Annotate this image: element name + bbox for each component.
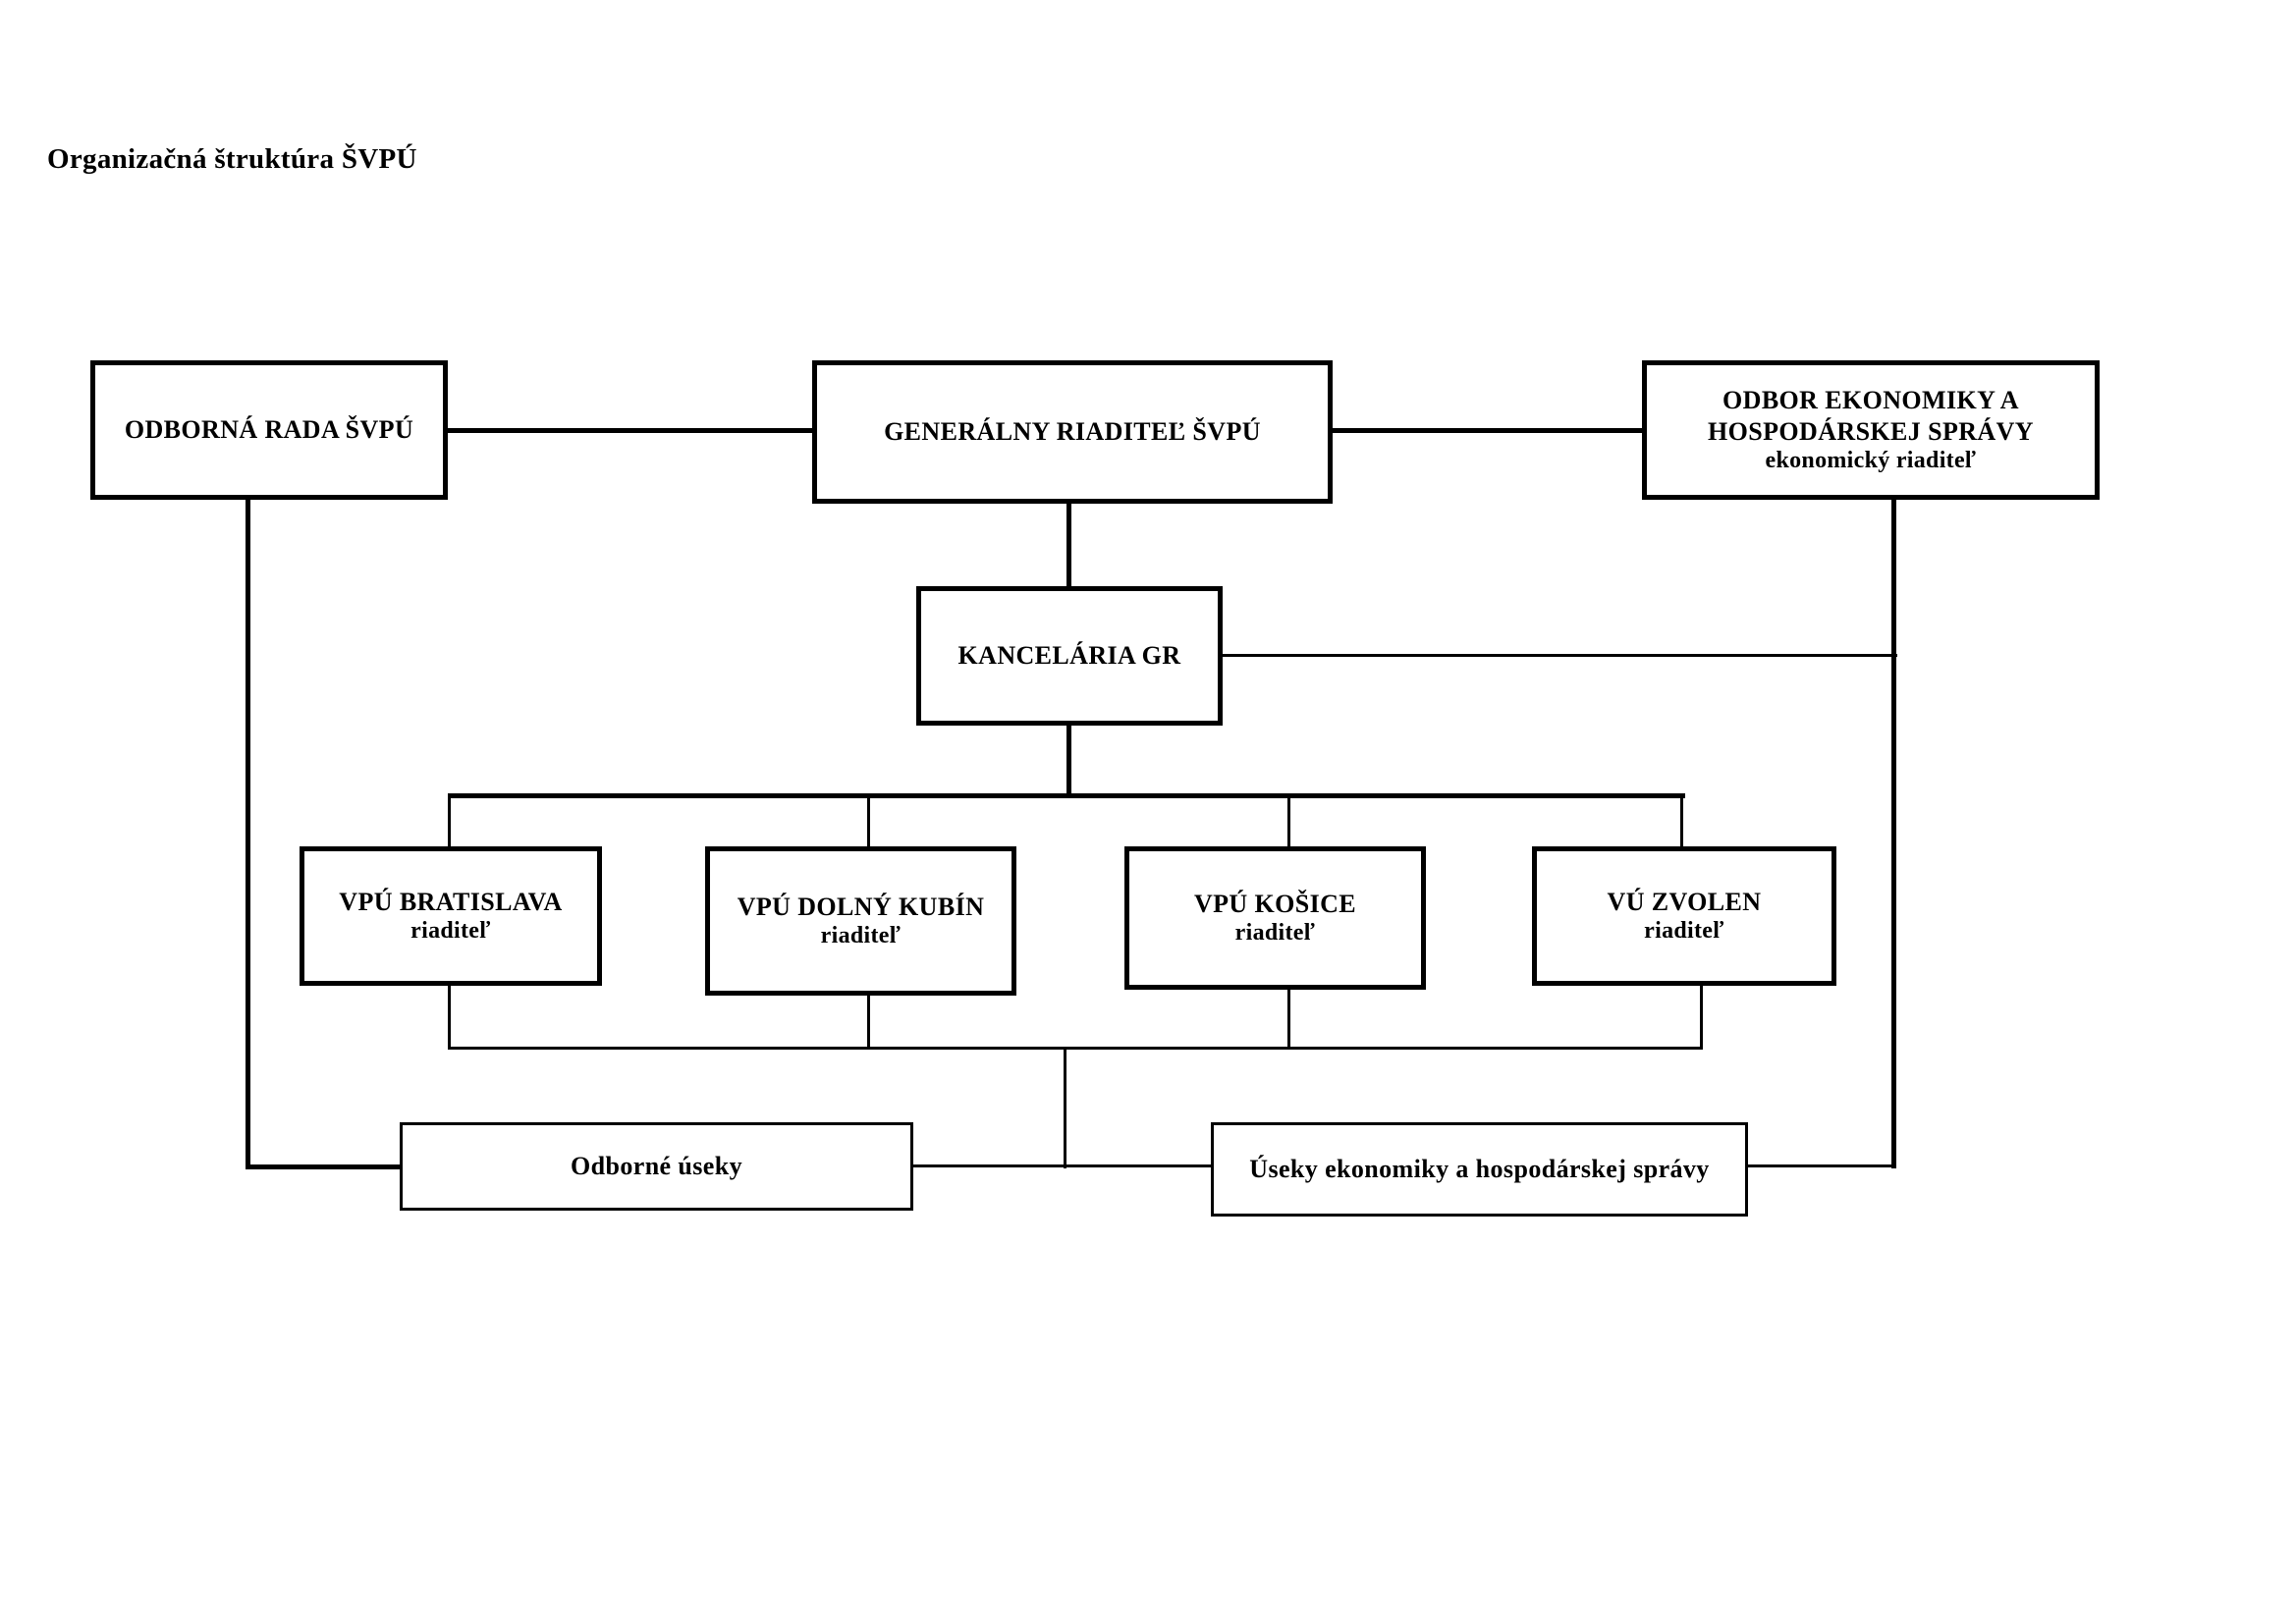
- node-odborne-useky[interactable]: Odborné úseky: [400, 1122, 913, 1211]
- node-kancelaria-gr[interactable]: KANCELÁRIA GR: [916, 586, 1223, 726]
- node-vu-zvolen-subtitle: riaditeľ: [1644, 918, 1724, 945]
- connector-bus-drop-bratislava: [448, 793, 451, 848]
- connector-rada-to-gr: [444, 428, 819, 433]
- node-odbor-ekonomiky-line1: ODBOR EKONOMIKY A: [1722, 385, 2019, 414]
- node-vpu-bratislava[interactable]: VPÚ BRATISLAVA riaditeľ: [300, 846, 602, 986]
- connector-center-to-odborne-useky: [909, 1164, 1066, 1167]
- connector-gr-to-odbor: [1328, 428, 1646, 433]
- node-kancelaria-gr-title: KANCELÁRIA GR: [957, 641, 1181, 671]
- connector-rada-left-trunk-vertical: [246, 495, 250, 1168]
- node-vpu-kosice[interactable]: VPÚ KOŠICE riaditeľ: [1124, 846, 1426, 990]
- connector-bus-drop-dolny-kubin: [867, 793, 870, 848]
- node-vpu-dolny-kubin-title: VPÚ DOLNÝ KUBÍN: [737, 892, 985, 921]
- connector-right-trunk-to-useky-ekon: [1744, 1164, 1895, 1167]
- node-odbor-ekonomiky-subtitle: ekonomický riaditeľ: [1765, 448, 1977, 474]
- connector-bottom-center-drop: [1064, 1047, 1066, 1168]
- connector-rada-trunk-to-odborne-useky: [246, 1164, 403, 1169]
- connector-kosice-down: [1287, 986, 1290, 1049]
- node-vpu-bratislava-subtitle: riaditeľ: [410, 918, 491, 945]
- node-generalny-riaditel[interactable]: GENERÁLNY RIADITEĽ ŠVPÚ: [812, 360, 1333, 504]
- node-vpu-kosice-subtitle: riaditeľ: [1234, 920, 1316, 947]
- node-generalny-riaditel-title: GENERÁLNY RIADITEĽ ŠVPÚ: [884, 417, 1261, 447]
- connector-dolny-kubin-down: [867, 992, 870, 1049]
- node-odborna-rada[interactable]: ODBORNÁ RADA ŠVPÚ: [90, 360, 448, 500]
- page-title: Organizačná štruktúra ŠVPÚ: [47, 143, 417, 175]
- connector-institute-bus-top: [448, 793, 1685, 798]
- node-vpu-bratislava-title: VPÚ BRATISLAVA: [339, 887, 563, 916]
- node-odborna-rada-title: ODBORNÁ RADA ŠVPÚ: [124, 415, 414, 445]
- connector-institute-bus-bottom: [448, 1047, 1703, 1050]
- node-vpu-kosice-title: VPÚ KOŠICE: [1193, 889, 1357, 918]
- connector-right-trunk-vertical: [1891, 495, 1896, 1168]
- connector-kancelaria-to-bus: [1066, 723, 1071, 797]
- node-odbor-ekonomiky-line2: HOSPODÁRSKEJ SPRÁVY: [1708, 416, 2034, 446]
- node-vpu-dolny-kubin-subtitle: riaditeľ: [820, 923, 902, 949]
- connector-zvolen-down: [1700, 982, 1703, 1049]
- node-odbor-ekonomiky[interactable]: ODBOR EKONOMIKY A HOSPODÁRSKEJ SPRÁVY ek…: [1642, 360, 2100, 500]
- node-useky-ekonomiky[interactable]: Úseky ekonomiky a hospodárskej správy: [1211, 1122, 1748, 1217]
- connector-center-to-useky-ekon: [1064, 1164, 1211, 1167]
- node-vu-zvolen[interactable]: VÚ ZVOLEN riaditeľ: [1532, 846, 1836, 986]
- node-vpu-dolny-kubin[interactable]: VPÚ DOLNÝ KUBÍN riaditeľ: [705, 846, 1016, 996]
- node-vu-zvolen-title: VÚ ZVOLEN: [1607, 887, 1762, 916]
- node-useky-ekonomiky-title: Úseky ekonomiky a hospodárskej správy: [1249, 1155, 1710, 1184]
- connector-bratislava-down: [448, 982, 451, 1049]
- connector-gr-to-kancelaria: [1066, 499, 1071, 591]
- connector-bus-drop-zvolen: [1680, 793, 1683, 848]
- connector-kancelaria-to-right-trunk: [1218, 654, 1897, 657]
- node-odborne-useky-title: Odborné úseky: [571, 1152, 742, 1181]
- connector-bus-drop-kosice: [1287, 793, 1290, 848]
